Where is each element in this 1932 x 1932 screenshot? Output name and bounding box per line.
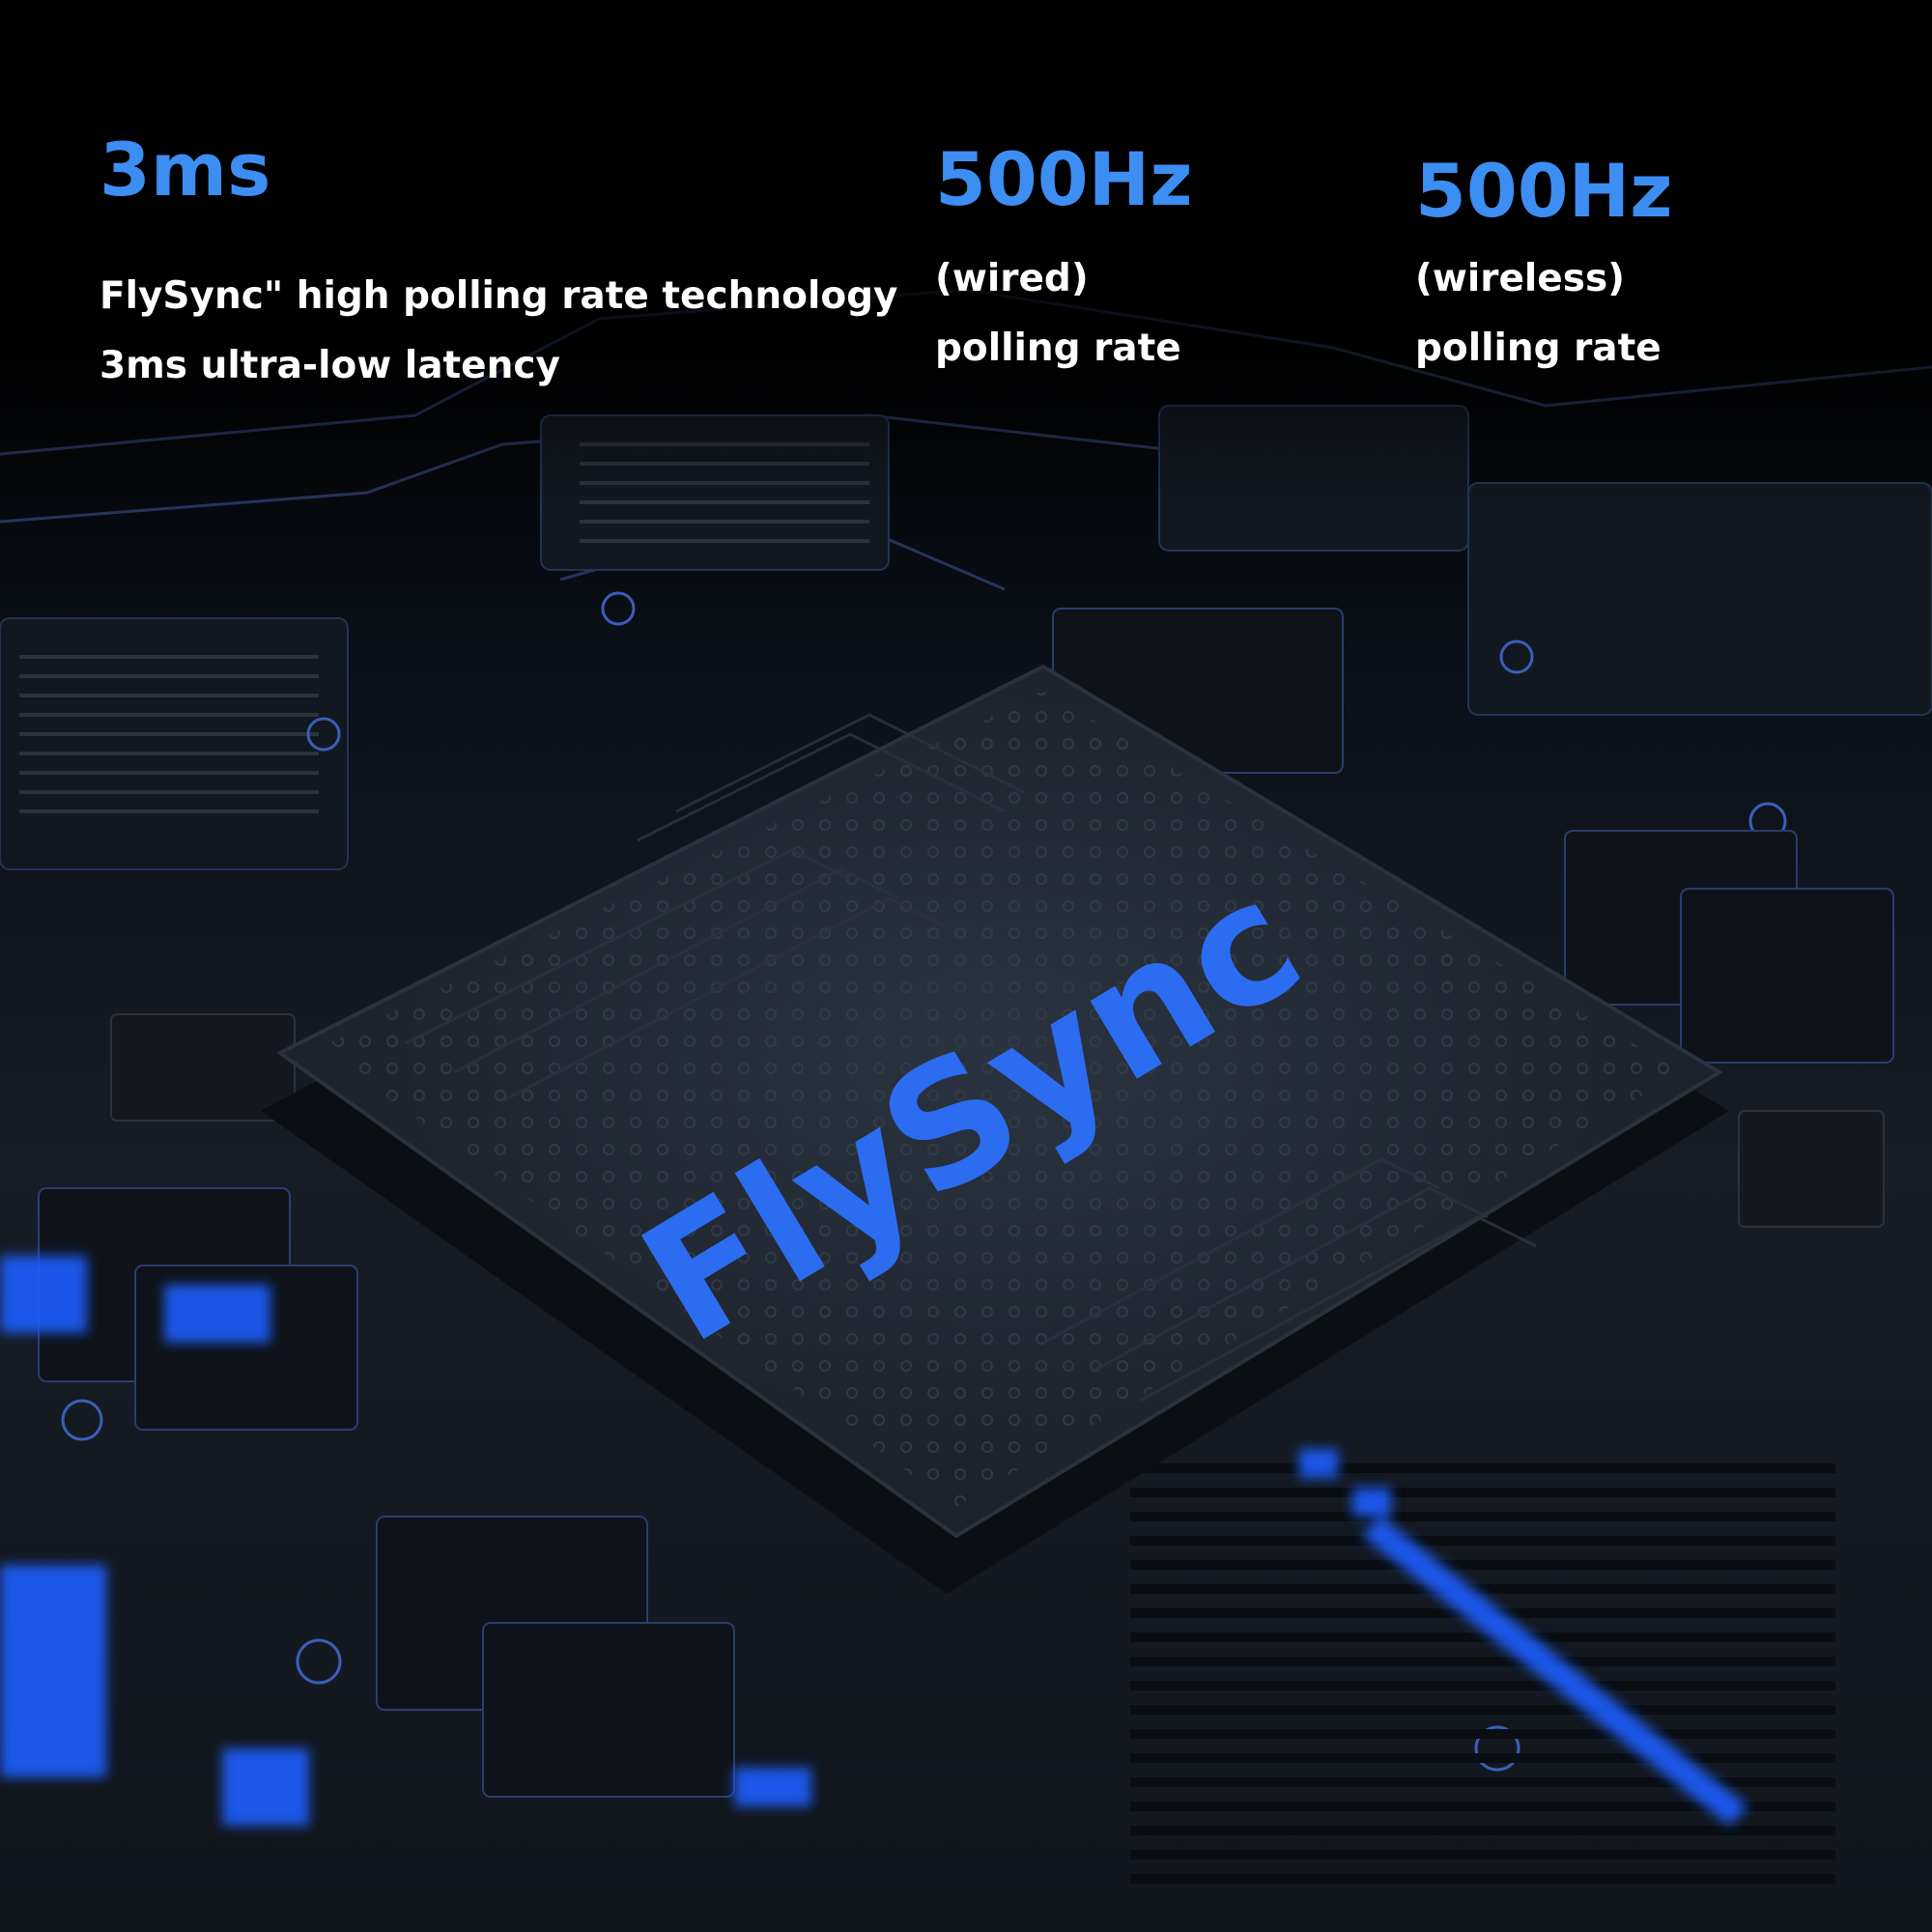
spec-wired-line1: (wired) [935,257,1089,300]
spec-wireless-line2: polling rate [1415,327,1662,370]
spec-wireless-value: 500Hz [1415,148,1673,234]
spec-latency-line2: 3ms ultra-low latency [99,344,560,387]
main-chip: FlySync [261,664,1729,1594]
spec-wireless-polling: 500Hz (wireless) polling rate [1415,148,1673,370]
board-components-left [38,1187,735,1798]
spec-wireless-line1: (wireless) [1415,257,1625,300]
spec-latency: 3ms FlySync" high polling rate technolog… [99,127,898,387]
spec-wired-value: 500Hz [935,136,1193,222]
board-connector-tabs [110,1013,1885,1228]
spec-wired-polling: 500Hz (wired) polling rate [935,136,1193,370]
spec-wired-line2: polling rate [935,327,1181,370]
board-blue-glow [0,1256,1748,1826]
spec-latency-line1: FlySync" high polling rate technology [99,274,898,318]
spec-latency-value: 3ms [99,127,271,213]
board-ring-markers [61,591,1787,1772]
